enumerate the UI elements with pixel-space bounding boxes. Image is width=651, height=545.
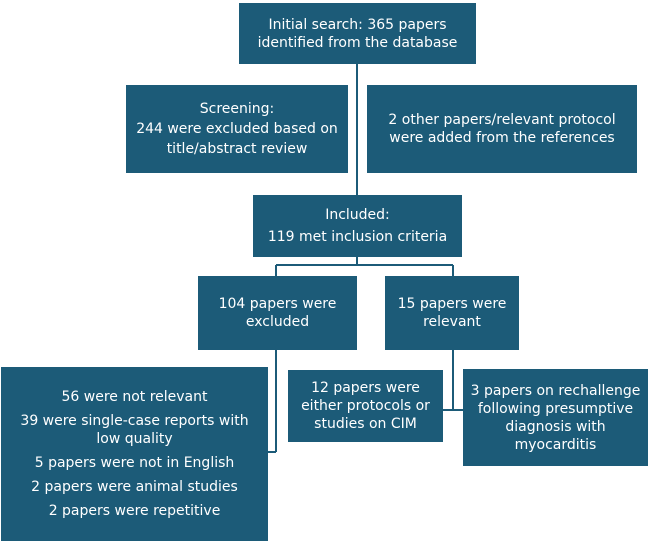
reason-animal-studies: 2 papers were animal studies	[31, 479, 238, 495]
included-box: Included: 119 met inclusion criteria	[253, 195, 462, 257]
protocols-line-1: 12 papers were	[311, 380, 420, 396]
rechallenge-line-2: following presumptive	[477, 400, 634, 417]
protocols-box: 12 papers were either protocols or studi…	[288, 370, 443, 442]
screening-box: Screening: 244 were excluded based on ti…	[126, 85, 348, 173]
included-line-1: Included:	[325, 207, 390, 223]
relevant-line-2: relevant	[423, 314, 481, 330]
reason-not-relevant: 56 were not relevant	[61, 389, 208, 405]
rechallenge-box: 3 papers on rechallenge following presum…	[463, 369, 648, 466]
protocols-line-2: either protocols or	[301, 398, 430, 414]
relevant-line-1: 15 papers were	[397, 296, 507, 312]
other-papers-line-2: were added from the references	[389, 130, 615, 146]
rechallenge-line-1: 3 papers on rechallenge	[470, 382, 641, 399]
excluded-line-1: 104 papers were	[218, 296, 337, 312]
screening-line-3: title/abstract review	[166, 141, 308, 157]
reason-repetitive: 2 papers were repetitive	[48, 503, 221, 519]
reason-single-case-1: 39 were single-case reports with	[20, 413, 249, 429]
initial-search-line-1: Initial search: 365 papers	[268, 16, 447, 33]
relevant-box: 15 papers were relevant	[385, 276, 519, 350]
screening-line-2: 244 were excluded based on	[136, 121, 338, 137]
excluded-box: 104 papers were excluded	[198, 276, 357, 350]
screening-line-1: Screening:	[199, 101, 275, 117]
rechallenge-line-4: myocarditis	[514, 436, 597, 453]
rechallenge-line-3: diagnosis with	[505, 418, 606, 435]
other-papers-line-1: 2 other papers/relevant protocol	[388, 112, 616, 128]
other-papers-box: 2 other papers/relevant protocol were ad…	[367, 85, 637, 173]
reason-single-case-2: low quality	[96, 431, 173, 447]
initial-search-box: Initial search: 365 papers identified fr…	[239, 3, 476, 64]
protocols-line-3: studies on CIM	[314, 416, 417, 432]
initial-search-line-2: identified from the database	[257, 34, 458, 51]
included-line-2: 119 met inclusion criteria	[267, 229, 448, 245]
reason-not-english: 5 papers were not in English	[34, 455, 235, 471]
excluded-line-2: excluded	[245, 314, 310, 330]
exclusion-reasons-box: 56 were not relevant 39 were single-case…	[1, 367, 268, 541]
